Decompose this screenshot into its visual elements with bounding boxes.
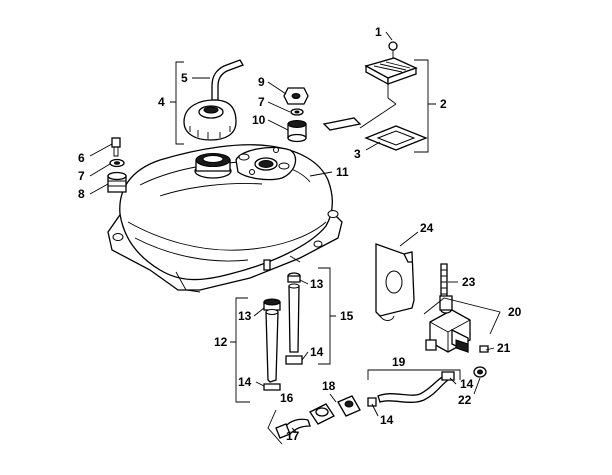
callout-17: 17 <box>286 429 300 443</box>
shutoff-bracket <box>375 243 415 321</box>
callout-18: 18 <box>322 379 336 393</box>
callout-15: 15 <box>340 309 354 323</box>
fuel-cap-assembly <box>183 59 244 141</box>
callout-labels: 1 2 3 4 5 6 7 8 9 7 10 11 12 13 14 13 14… <box>78 25 522 443</box>
callout-12: 12 <box>214 335 228 349</box>
callout-14-right-lower: 14 <box>380 413 394 427</box>
callout-2: 2 <box>440 97 447 111</box>
callout-22: 22 <box>458 393 472 407</box>
callout-3: 3 <box>354 147 361 161</box>
fuel-tank <box>107 144 343 293</box>
callout-19: 19 <box>392 355 406 369</box>
callout-16: 16 <box>280 391 294 405</box>
callout-11: 11 <box>336 165 349 179</box>
callout-9: 9 <box>258 75 265 89</box>
fuel-hose-left <box>263 298 281 391</box>
cap-mount-hardware <box>283 87 309 143</box>
callout-1: 1 <box>375 25 382 39</box>
callout-5: 5 <box>181 71 188 85</box>
callout-24: 24 <box>420 221 434 235</box>
left-mount-hardware <box>107 137 127 193</box>
callout-14-center: 14 <box>310 345 324 359</box>
fuel-gauge-assembly <box>322 41 428 151</box>
callout-7-right: 7 <box>258 95 265 109</box>
callout-20: 20 <box>508 305 522 319</box>
callout-4: 4 <box>158 95 165 109</box>
fuel-hose-right <box>367 371 455 407</box>
callout-21: 21 <box>497 341 511 355</box>
fuel-filter-assembly <box>275 395 361 439</box>
fuel-shutoff-valve <box>425 295 489 378</box>
callout-7-left: 7 <box>78 169 85 183</box>
callout-8: 8 <box>78 187 85 201</box>
callout-6: 6 <box>78 151 85 165</box>
callout-14-right-upper: 14 <box>460 377 474 391</box>
callout-13-left: 13 <box>238 309 252 323</box>
callout-13-center: 13 <box>310 277 324 291</box>
leader-lines <box>89 31 501 445</box>
callout-14-left: 14 <box>238 375 252 389</box>
callout-23: 23 <box>462 275 476 289</box>
fuel-hose-center <box>285 272 303 365</box>
callout-10: 10 <box>252 113 266 127</box>
